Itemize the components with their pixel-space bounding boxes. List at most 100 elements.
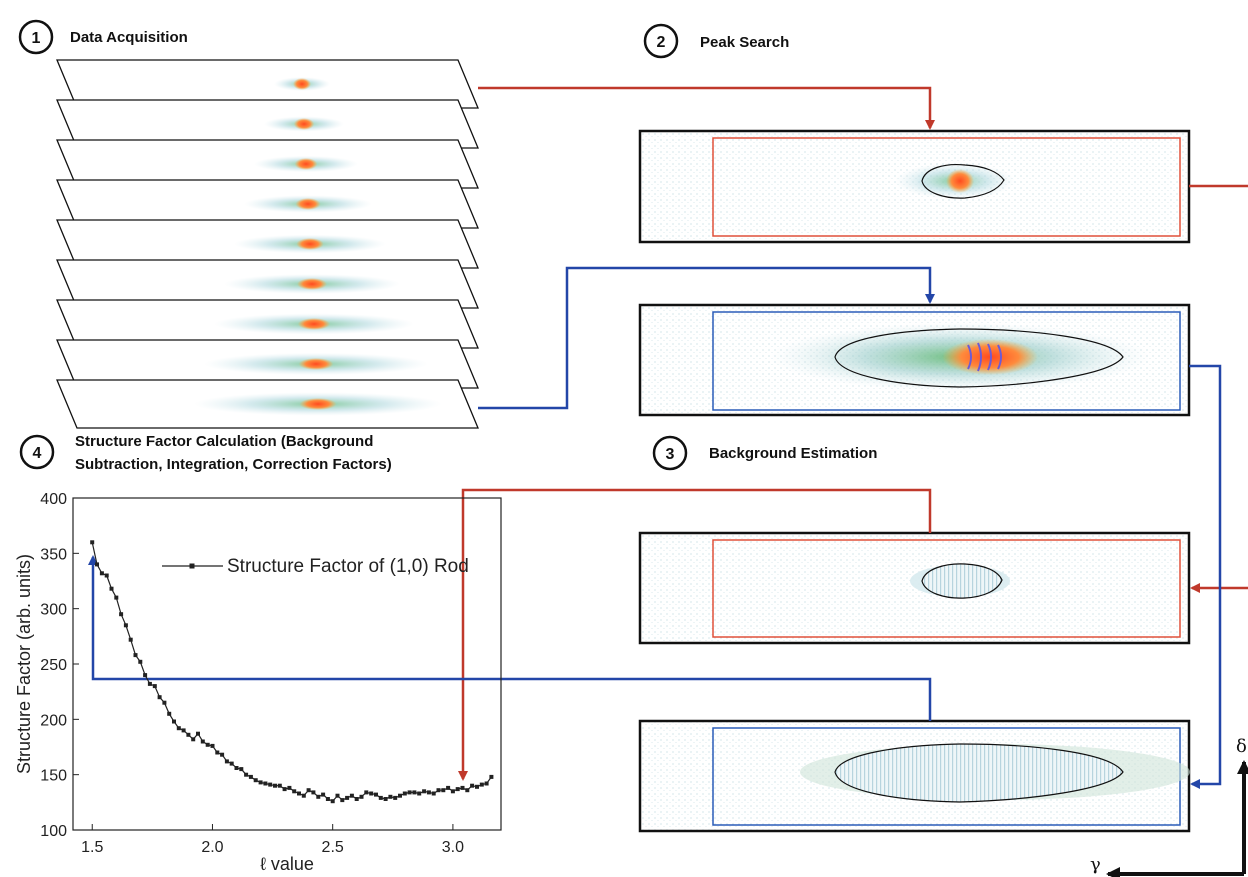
detector-frame — [56, 139, 479, 189]
background-contour — [921, 563, 1003, 599]
data-point — [152, 684, 157, 689]
detector-frame — [56, 219, 479, 269]
step-1-number-circle — [18, 19, 54, 55]
data-point — [374, 792, 378, 797]
step-4-header: 4 Structure Factor Calculation (Backgrou… — [19, 433, 392, 473]
data-point — [220, 752, 225, 757]
frame-peak-core — [298, 358, 334, 370]
step-3-number: 3 — [666, 446, 675, 463]
data-point — [123, 623, 128, 628]
step-2-label: Peak Search — [700, 34, 789, 51]
frame-peak-core — [293, 78, 311, 90]
data-point — [407, 790, 412, 795]
data-point — [196, 731, 200, 736]
data-point — [90, 540, 95, 545]
data-point — [388, 794, 393, 799]
data-point — [426, 790, 431, 795]
data-point — [282, 787, 287, 792]
arrow-background-to-chart-start — [88, 555, 932, 721]
y-axis-title: Structure Factor (arb. units) — [14, 554, 34, 774]
data-point — [210, 743, 215, 748]
y-tick-label: 150 — [40, 768, 67, 785]
y-tick-label: 300 — [40, 602, 67, 619]
gamma-symbol: γ — [1090, 854, 1101, 875]
x-tick-label: 2.5 — [322, 839, 344, 856]
data-point — [191, 737, 196, 742]
data-point — [489, 774, 494, 779]
data-point — [229, 761, 234, 766]
step-1-label: Data Acquisition — [70, 29, 188, 46]
background-small-panel — [638, 531, 1191, 645]
data-point — [133, 653, 138, 658]
data-point — [244, 772, 249, 777]
y-tick-label: 400 — [40, 491, 67, 508]
data-point — [306, 788, 311, 793]
data-point — [114, 595, 119, 600]
legend-marker — [189, 563, 195, 569]
data-point — [234, 766, 239, 770]
frame-peak-core — [295, 198, 321, 210]
step-3-number-circle — [652, 435, 688, 471]
detector-frame — [56, 299, 479, 349]
detector-frame-stack — [56, 59, 479, 429]
data-point — [340, 798, 345, 803]
flow-arrows — [88, 86, 1248, 789]
y-tick-label: 200 — [40, 712, 67, 729]
data-point — [330, 799, 335, 804]
data-point — [417, 791, 422, 796]
data-point — [109, 586, 114, 591]
step-4-number-circle — [19, 434, 55, 470]
delta-symbol: δ — [1236, 736, 1247, 757]
data-point — [143, 673, 148, 678]
x-tick-label: 1.5 — [81, 839, 103, 856]
data-point — [345, 795, 350, 800]
step-4-number: 4 — [33, 445, 42, 462]
data-point — [248, 774, 253, 779]
peak-region-panel — [638, 303, 1191, 417]
data-point — [311, 790, 316, 795]
data-point — [470, 783, 475, 788]
data-point — [147, 681, 152, 686]
detector-frame — [56, 99, 479, 149]
data-point — [172, 719, 176, 724]
peak-fringes — [967, 342, 1002, 372]
roi-box — [712, 311, 1181, 411]
step-2-number-circle — [643, 23, 679, 59]
frame-peak-core — [296, 238, 324, 250]
data-point — [412, 790, 417, 795]
step-1-number: 1 — [32, 30, 41, 47]
peak-contour — [921, 163, 1005, 199]
arrow-background-to-chart-end — [458, 488, 932, 781]
background-large-panel — [638, 719, 1191, 833]
data-point — [167, 711, 172, 716]
data-point — [450, 789, 455, 794]
data-point — [402, 791, 407, 796]
x-tick-label: 2.0 — [201, 839, 223, 856]
data-point — [239, 767, 244, 772]
peak-contour — [834, 328, 1124, 388]
detector-frame — [56, 59, 479, 109]
peak-search-panel — [638, 129, 1191, 244]
data-point — [398, 793, 402, 798]
data-point — [253, 778, 258, 783]
series-points — [90, 540, 494, 804]
data-point — [316, 794, 321, 799]
data-point — [104, 573, 109, 578]
data-point — [359, 794, 364, 799]
series-line — [91, 542, 492, 802]
y-tick-label: 100 — [40, 823, 67, 840]
frame-peak-core — [299, 398, 337, 410]
x-axis-title: ℓ value — [260, 854, 314, 874]
data-point — [200, 739, 205, 744]
detector-frame — [56, 379, 479, 429]
legend-label: Structure Factor of (1,0) Rod — [227, 556, 469, 577]
arrow-stack-to-peak-search — [478, 86, 935, 130]
step-3-label: Background Estimation — [709, 445, 877, 462]
data-point — [258, 780, 263, 785]
data-point — [181, 728, 186, 733]
data-point — [186, 732, 191, 737]
data-point — [455, 787, 460, 792]
step-3-header: 3 Background Estimation — [652, 435, 877, 471]
